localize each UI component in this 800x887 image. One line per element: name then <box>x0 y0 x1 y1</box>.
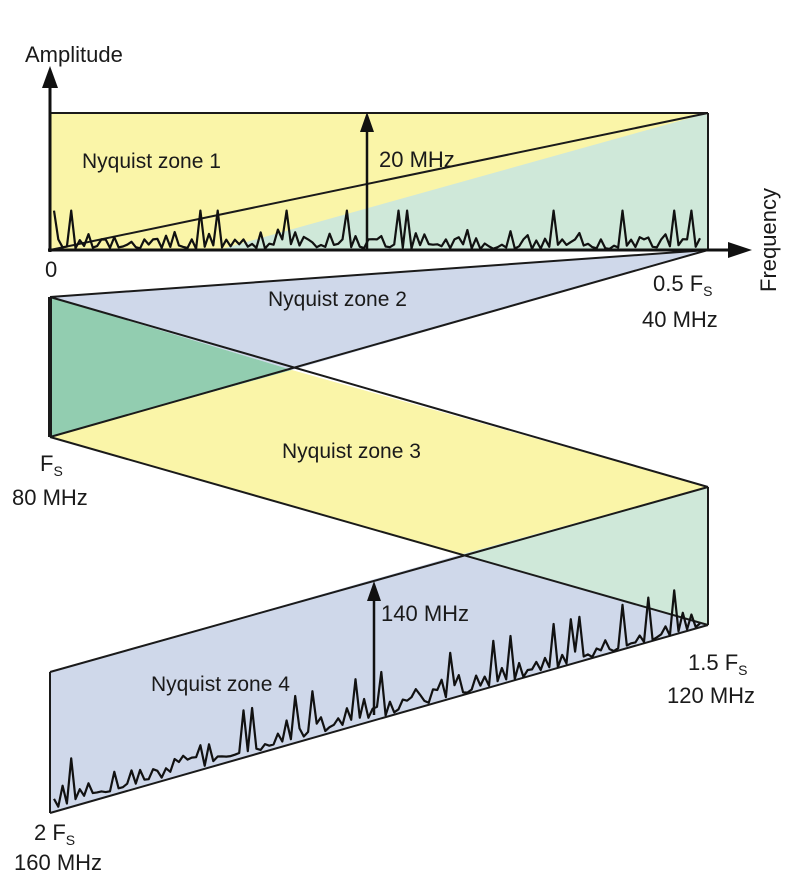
frequency-axis-title: Frequency <box>756 188 781 292</box>
fs-label: FS <box>40 451 63 479</box>
half-fs-label: 0.5 FS <box>653 271 712 299</box>
noise-trace-zone-1 <box>52 209 701 251</box>
one-half-fs-frequency: 120 MHz <box>667 683 755 708</box>
zone-2-3-overlap-fill <box>50 297 292 437</box>
signal-20mhz-arrow <box>360 112 374 250</box>
fs-frequency: 80 MHz <box>12 485 88 510</box>
half-fs-frequency: 40 MHz <box>642 307 718 332</box>
origin-label: 0 <box>45 257 57 282</box>
frequency-axis-arrowhead <box>728 242 752 258</box>
two-fs-frequency: 160 MHz <box>14 850 102 875</box>
frequency-axis <box>48 242 752 258</box>
noise-trace-zone-4 <box>53 589 701 808</box>
two-fs-label: 2 FS <box>34 820 75 848</box>
zone-1-label: Nyquist zone 1 <box>82 150 221 173</box>
one-half-fs-label: 1.5 FS <box>688 650 747 678</box>
zone-3-4-overlap-fill <box>459 487 708 625</box>
amplitude-axis-arrowhead <box>42 66 58 88</box>
signal-140mhz-label: 140 MHz <box>381 601 469 626</box>
zone-2-fill <box>50 250 708 370</box>
zone-1-2-overlap-fill <box>218 113 708 250</box>
zone-2-label: Nyquist zone 2 <box>268 288 407 311</box>
signal-140mhz-arrow <box>367 581 381 715</box>
zone-3-label: Nyquist zone 3 <box>282 440 421 463</box>
amplitude-axis-title: Amplitude <box>25 42 123 67</box>
amplitude-axis <box>42 66 58 252</box>
signal-20mhz-label: 20 MHz <box>379 147 455 172</box>
zone-4-label: Nyquist zone 4 <box>151 673 290 696</box>
zone-3-fill <box>50 370 708 555</box>
zone-outlines <box>49 112 709 814</box>
